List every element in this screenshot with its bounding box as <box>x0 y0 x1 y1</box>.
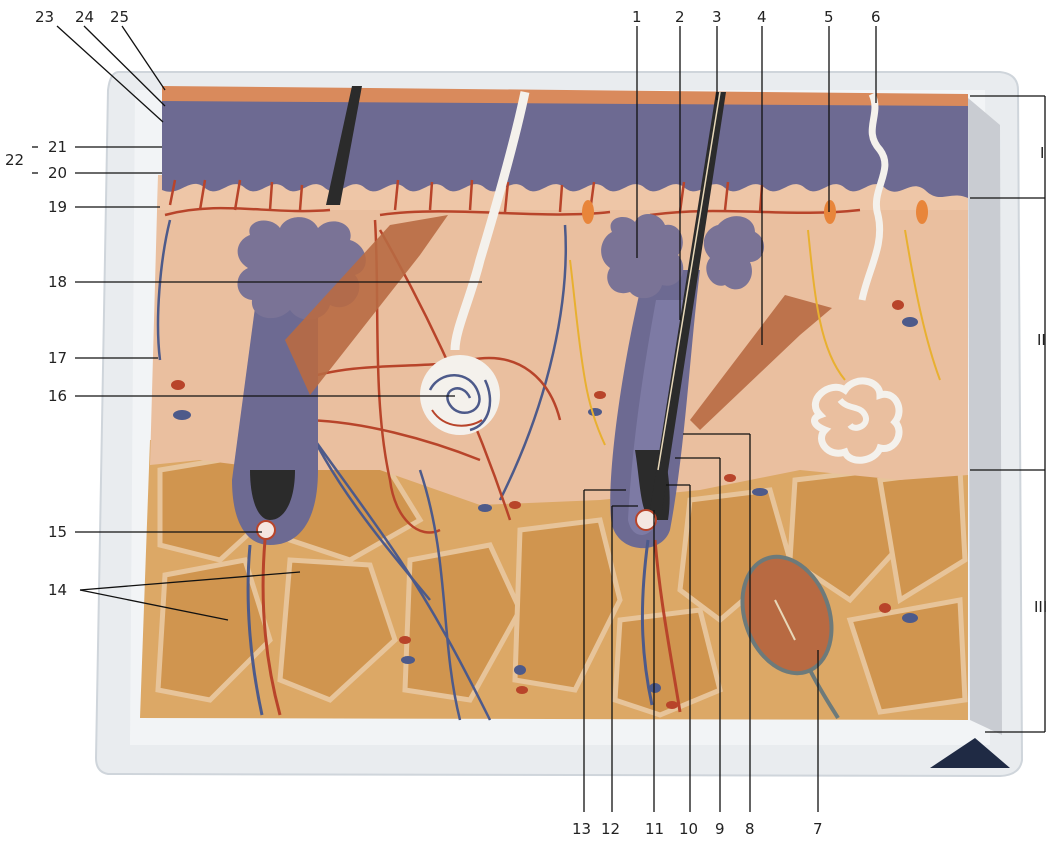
label-19: 19 <box>48 200 67 215</box>
label-11: 11 <box>645 822 664 837</box>
label-7: 7 <box>813 822 823 837</box>
label-22: 22 <box>5 153 24 168</box>
label-16: 16 <box>48 389 67 404</box>
label-20: 20 <box>48 166 67 181</box>
block-side-shadow <box>968 98 1002 735</box>
label-15: 15 <box>48 525 67 540</box>
label-12: 12 <box>601 822 620 837</box>
label-4: 4 <box>757 10 767 25</box>
label-23: 23 <box>35 10 54 25</box>
label-5: 5 <box>824 10 834 25</box>
label-10: 10 <box>679 822 698 837</box>
label-2: 2 <box>675 10 685 25</box>
label-17: 17 <box>48 351 67 366</box>
label-layer-III: III <box>1034 600 1047 615</box>
label-layer-II: II <box>1037 333 1046 348</box>
label-9: 9 <box>715 822 725 837</box>
label-21: 21 <box>48 140 67 155</box>
label-18: 18 <box>48 275 67 290</box>
label-1: 1 <box>632 10 642 25</box>
label-3: 3 <box>712 10 722 25</box>
label-layer-I: I <box>1040 146 1044 161</box>
label-13: 13 <box>572 822 591 837</box>
label-24: 24 <box>75 10 94 25</box>
label-25: 25 <box>110 10 129 25</box>
label-8: 8 <box>745 822 755 837</box>
label-14: 14 <box>48 583 67 598</box>
label-6: 6 <box>871 10 881 25</box>
